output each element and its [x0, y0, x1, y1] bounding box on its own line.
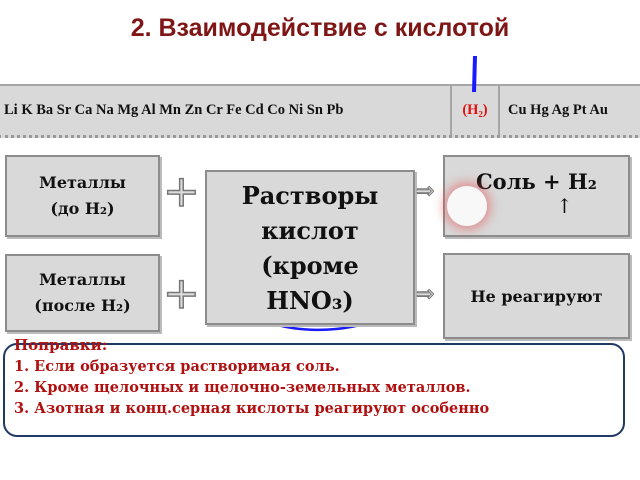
- metals-after-h2: Cu Hg Ag Pt Au: [508, 102, 608, 118]
- box-label: (после H₂): [34, 296, 131, 315]
- pointer-highlight: [447, 186, 487, 226]
- note-item: 1. Если образуется растворимая соль.: [14, 358, 340, 375]
- metals-before-h2-box: Металлы (до H₂): [5, 155, 160, 237]
- gas-arrow-icon: ↑: [556, 194, 573, 218]
- box-label: Растворы: [241, 180, 379, 210]
- metals-before-h2: Li K Ba Sr Ca Na Mg Al Mn Zn Cr Fe Cd Co…: [4, 102, 344, 118]
- box-label: (кроме: [261, 250, 359, 280]
- box-label: кислот: [261, 215, 359, 245]
- box-label: Металлы: [39, 270, 126, 289]
- no-reaction-box: Не реагируют: [443, 253, 630, 339]
- box-label: Соль + H₂: [475, 169, 598, 194]
- box-label: Металлы: [39, 173, 126, 192]
- annotation-line: [472, 55, 477, 93]
- note-item: 3. Азотная и конц.серная кислоты реагиру…: [14, 400, 490, 417]
- activity-series-bar: Li K Ba Sr Ca Na Mg Al Mn Zn Cr Fe Cd Co…: [0, 84, 640, 138]
- box-label: HNO₃): [266, 285, 354, 315]
- notes-box: [3, 343, 625, 437]
- box-label: (до H₂): [50, 199, 115, 218]
- note-item: 2. Кроме щелочных и щелочно-земельных ме…: [14, 379, 471, 396]
- slide-title: 2. Взаимодействие с кислотой: [130, 14, 510, 42]
- plus-icon: +: [162, 268, 200, 319]
- arrow-right-icon: ⇒: [415, 179, 435, 204]
- box-label: Не реагируют: [470, 286, 603, 306]
- acid-solutions-box: Растворы кислот (кроме HNO₃): [205, 170, 415, 325]
- arrow-right-icon: ⇒: [415, 282, 435, 307]
- hydrogen-marker: (H₂): [450, 86, 500, 135]
- notes-heading: Поправки:: [14, 336, 108, 354]
- metals-after-h2-box: Металлы (после H₂): [5, 254, 160, 332]
- plus-icon: +: [162, 166, 200, 217]
